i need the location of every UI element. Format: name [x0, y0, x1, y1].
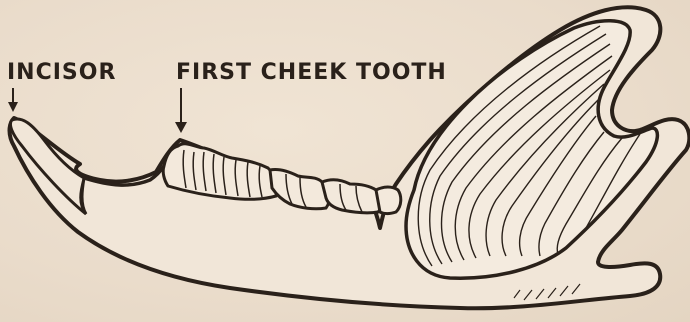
- incisor-arrow: [8, 88, 18, 112]
- fourth-cheek-tooth: [376, 187, 401, 214]
- first-cheek-tooth-arrow: [175, 88, 187, 133]
